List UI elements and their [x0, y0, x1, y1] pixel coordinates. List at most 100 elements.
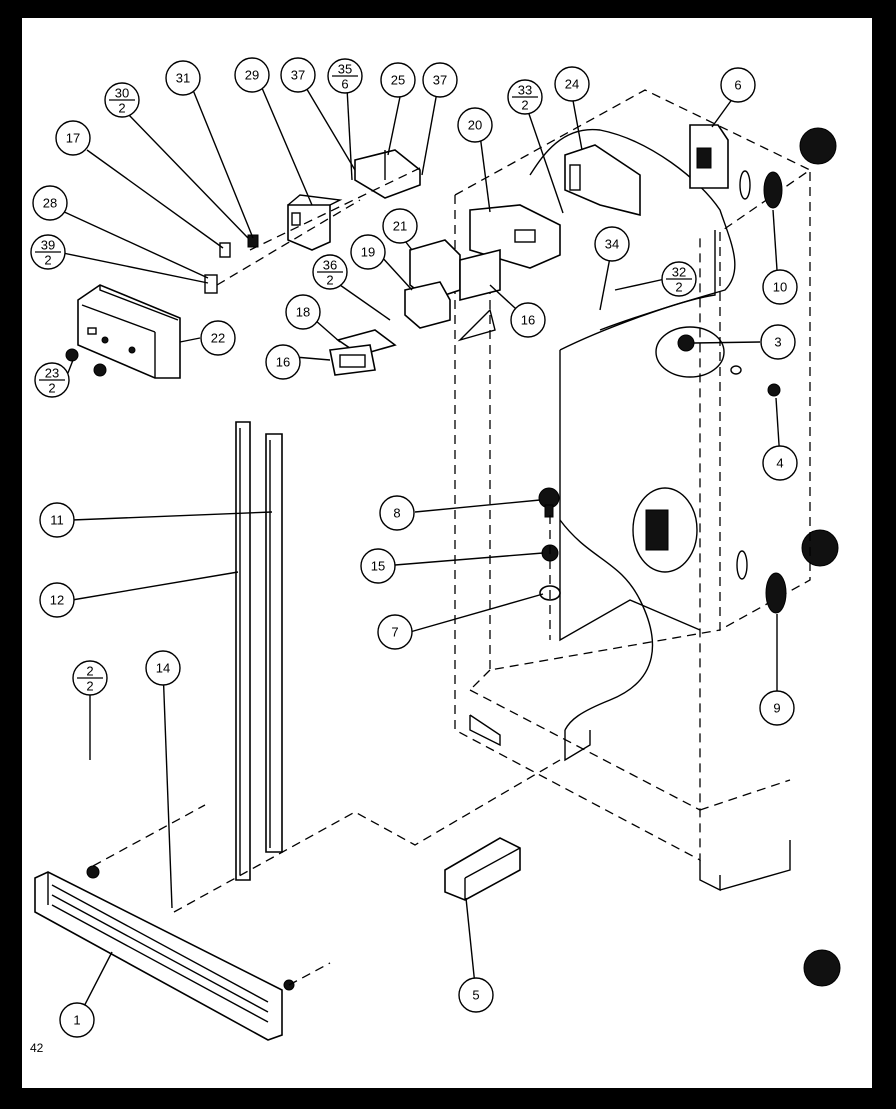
callout-number: 6 [734, 78, 741, 93]
callout-c3: 3 [760, 324, 796, 360]
callout-number: 8 [393, 506, 400, 521]
callout-c36: 362 [312, 254, 348, 290]
callout-number: 18 [296, 305, 310, 320]
callout-c21: 21 [382, 208, 418, 244]
callout-c5: 5 [458, 977, 494, 1013]
callout-c4: 4 [762, 445, 798, 481]
liner-hole-upper [739, 170, 751, 200]
callout-c11: 11 [39, 502, 75, 538]
cabinet-liner [454, 89, 812, 892]
light-socket-9 [765, 572, 787, 614]
page-number: 42 [30, 1041, 44, 1055]
grommet-3 [677, 334, 695, 352]
callout-c2: 22 [72, 660, 108, 696]
callout-c33: 332 [507, 79, 543, 115]
cutout-oval-lower [632, 487, 698, 573]
callout-number: 28 [43, 196, 57, 211]
callout-number: 33 [518, 83, 532, 98]
parts-18-16 [329, 329, 397, 376]
callout-number: 14 [156, 661, 170, 676]
callout-c32: 322 [661, 261, 697, 297]
callout-quantity: 2 [675, 280, 682, 295]
callout-c12: 12 [39, 582, 75, 618]
callout-number: 20 [468, 118, 482, 133]
callout-number: 32 [672, 265, 686, 280]
callout-number: 17 [66, 131, 80, 146]
callout-number: 37 [433, 73, 447, 88]
bracket-25 [354, 149, 421, 199]
callout-number: 23 [45, 366, 59, 381]
liner-hole-lower [736, 550, 748, 580]
callout-c14: 14 [145, 650, 181, 686]
guide-line-grille-right [288, 962, 331, 986]
callout-quantity: 2 [521, 98, 528, 113]
callout-c29: 29 [234, 57, 270, 93]
clip-parts-17-28 [204, 167, 421, 294]
callout-quantity: 2 [326, 273, 333, 288]
callout-c16a: 16 [510, 302, 546, 338]
callout-c35: 356 [327, 58, 363, 94]
callout-c39: 392 [30, 234, 66, 270]
callout-number: 24 [565, 77, 579, 92]
registration-dot-middle [801, 529, 839, 567]
screw-4 [767, 383, 781, 397]
breaker-strips [235, 421, 283, 881]
callout-number: 9 [773, 701, 780, 716]
spacer-block-5 [444, 837, 521, 901]
base-grille-1 [34, 871, 283, 1041]
callout-c17: 17 [55, 120, 91, 156]
callout-labels: 1223456789101112141516161718192021222322… [30, 57, 798, 1038]
callout-c10: 10 [762, 269, 798, 305]
callout-number: 39 [41, 238, 55, 253]
callout-number: 37 [291, 68, 305, 83]
callout-number: 10 [773, 280, 787, 295]
callout-c15: 15 [360, 548, 396, 584]
registration-dot-top [799, 127, 837, 165]
callout-quantity: 2 [86, 679, 93, 694]
shaft-stack-8-15-7 [538, 487, 561, 640]
screw-2 [86, 865, 100, 879]
screw-23a [65, 348, 79, 362]
callout-c18: 18 [285, 294, 321, 330]
callout-number: 1 [73, 1013, 80, 1028]
callout-c16b: 16 [265, 344, 301, 380]
callout-c7: 7 [377, 614, 413, 650]
switch-6 [689, 124, 729, 189]
callout-number: 11 [50, 513, 64, 528]
bracket-29 [287, 194, 343, 251]
callout-number: 3 [774, 335, 781, 350]
screw-23b [93, 363, 107, 377]
guide-line-grille-base [173, 759, 561, 913]
callout-number: 16 [276, 355, 290, 370]
callout-number: 35 [338, 62, 352, 77]
thermostat-21-19 [404, 239, 501, 329]
callout-number: 21 [393, 219, 407, 234]
callout-c37b: 37 [422, 62, 458, 98]
callout-number: 16 [521, 313, 535, 328]
cutout-oval-upper [655, 326, 725, 378]
callout-c8: 8 [379, 495, 415, 531]
callout-c37a: 37 [280, 57, 316, 93]
callout-c25: 25 [380, 62, 416, 98]
callout-c6: 6 [720, 67, 756, 103]
callout-number: 5 [472, 988, 479, 1003]
callout-number: 25 [391, 73, 405, 88]
callout-c19: 19 [350, 234, 386, 270]
bracket-24 [564, 144, 641, 217]
callout-c31: 31 [165, 60, 201, 96]
callout-c23: 232 [34, 362, 70, 398]
callout-quantity: 6 [341, 77, 348, 92]
callout-c1: 1 [59, 1002, 95, 1038]
callout-quantity: 2 [48, 381, 55, 396]
registration-dot-bottom [803, 949, 841, 987]
callout-number: 30 [115, 86, 129, 101]
callout-number: 22 [211, 331, 225, 346]
callout-number: 12 [50, 593, 64, 608]
callout-c30: 302 [104, 82, 140, 118]
bracket-inside-oval [645, 509, 669, 551]
callout-c20: 20 [457, 107, 493, 143]
callout-c22: 22 [200, 320, 236, 356]
callout-number: 15 [371, 559, 385, 574]
leader-lines [59, 85, 781, 1021]
